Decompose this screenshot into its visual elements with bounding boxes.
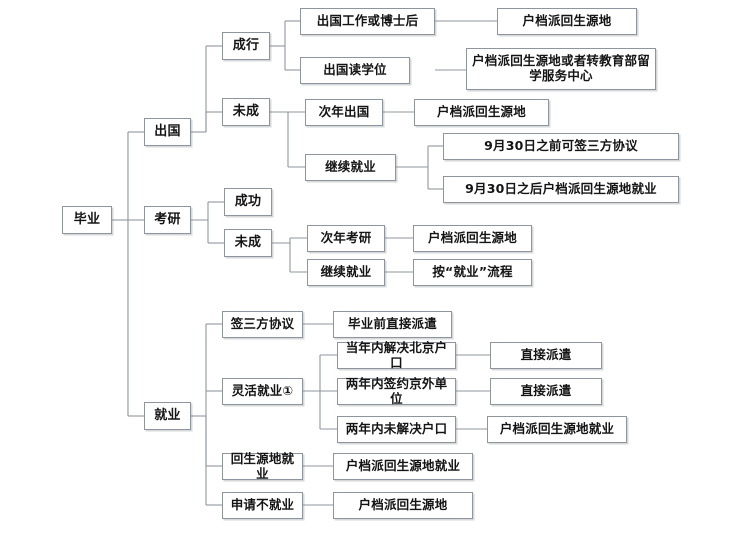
node-sign-outside-beijing[interactable]: 两年内签约京外单位 xyxy=(337,375,456,406)
node-label: 户档派回生源地 xyxy=(428,230,517,246)
node-label: 成行 xyxy=(232,38,260,54)
node-label: 两年内未解决户口 xyxy=(345,421,448,437)
node-flexible-employment[interactable]: 灵活就业① xyxy=(222,378,303,405)
node-abroad-continue-employment[interactable]: 继续就业 xyxy=(305,154,396,181)
node-root-graduation[interactable]: 毕业 xyxy=(62,206,112,234)
node-abroad-failed[interactable]: 未成 xyxy=(222,98,270,126)
node-no-hukou-two-years-result[interactable]: 户档派回生源地就业 xyxy=(487,416,627,443)
node-label: 按“就业”流程 xyxy=(432,264,513,280)
node-label: 直接派遣 xyxy=(520,383,572,399)
node-beijing-hukou-this-year[interactable]: 当年内解决北京户口 xyxy=(337,339,456,370)
node-label: 出国工作或博士后 xyxy=(316,13,419,29)
node-abroad-degree-result[interactable]: 户档派回生源地或者转教育部留学服务中心 xyxy=(466,48,656,90)
node-label: 未成 xyxy=(234,235,262,251)
node-no-hukou-two-years[interactable]: 两年内未解决户口 xyxy=(337,416,456,443)
node-label: 签三方协议 xyxy=(230,316,295,332)
node-label: 直接派遣 xyxy=(520,347,572,363)
node-label: 未成 xyxy=(232,104,260,120)
node-label: 户档派回生源地 xyxy=(522,13,612,29)
node-label: 就业 xyxy=(154,408,181,424)
node-label: 毕业 xyxy=(73,212,101,228)
node-label: 继续就业 xyxy=(320,264,372,280)
node-before-sep30-tripartite[interactable]: 9月30日之前可签三方协议 xyxy=(443,133,679,160)
node-label: 出国 xyxy=(154,124,181,140)
node-dispatch-before-graduation[interactable]: 毕业前直接派遣 xyxy=(333,311,452,338)
node-label: 9月30日之后户档派回生源地就业 xyxy=(465,181,657,197)
node-pg-success[interactable]: 成功 xyxy=(224,188,272,216)
node-label: 出国读学位 xyxy=(323,62,387,78)
node-beijing-hukou-result[interactable]: 直接派遣 xyxy=(490,342,602,369)
node-label: 次年出国 xyxy=(318,104,370,120)
node-apply-no-employment-result[interactable]: 户档派回生源地 xyxy=(333,492,473,519)
node-abroad-success[interactable]: 成行 xyxy=(222,32,270,60)
node-label: 毕业前直接派遣 xyxy=(348,316,437,332)
node-label: 户档派回生源地 xyxy=(358,497,448,513)
node-employment[interactable]: 就业 xyxy=(144,402,191,430)
node-abroad-degree[interactable]: 出国读学位 xyxy=(300,57,410,84)
node-abroad-work-or-postdoc[interactable]: 出国工作或博士后 xyxy=(300,8,435,35)
node-apply-no-employment[interactable]: 申请不就业 xyxy=(222,492,303,519)
node-abroad-next-year-result[interactable]: 户档派回生源地 xyxy=(414,99,549,126)
node-pg-continue-employment[interactable]: 继续就业 xyxy=(307,259,385,286)
node-return-home-employment-result[interactable]: 户档派回生源地就业 xyxy=(333,453,473,480)
node-label: 两年内签约京外单位 xyxy=(345,375,448,406)
node-label: 9月30日之前可签三方协议 xyxy=(484,138,638,154)
node-label: 户档派回生源地 xyxy=(437,104,526,120)
node-label: 继续就业 xyxy=(325,159,376,175)
node-label: 次年考研 xyxy=(320,230,372,246)
node-pg-next-year-result[interactable]: 户档派回生源地 xyxy=(413,225,532,252)
node-postgraduate-exam[interactable]: 考研 xyxy=(144,206,191,234)
node-after-sep30-return-home[interactable]: 9月30日之后户档派回生源地就业 xyxy=(443,176,679,203)
node-abroad-next-year[interactable]: 次年出国 xyxy=(305,99,383,126)
node-sign-tripartite-agreement[interactable]: 签三方协议 xyxy=(222,311,303,338)
node-pg-failed[interactable]: 未成 xyxy=(224,229,272,257)
node-label: 当年内解决北京户口 xyxy=(345,339,448,370)
node-pg-follow-employment-flow[interactable]: 按“就业”流程 xyxy=(413,259,532,286)
node-label: 户档派回生源地或者转教育部留学服务中心 xyxy=(472,53,650,83)
node-label: 申请不就业 xyxy=(230,497,295,513)
node-sign-outside-beijing-result[interactable]: 直接派遣 xyxy=(490,378,602,405)
node-abroad[interactable]: 出国 xyxy=(144,118,191,146)
node-label: 考研 xyxy=(154,212,181,228)
node-label: 回生源地就业 xyxy=(230,450,295,481)
node-label: 成功 xyxy=(234,194,262,210)
node-abroad-work-or-postdoc-result[interactable]: 户档派回生源地 xyxy=(497,8,637,35)
node-label: 灵活就业① xyxy=(231,383,294,399)
node-label: 户档派回生源地就业 xyxy=(345,458,461,474)
node-pg-next-year[interactable]: 次年考研 xyxy=(307,225,385,252)
node-return-home-employment[interactable]: 回生源地就业 xyxy=(222,450,303,481)
node-label: 户档派回生源地就业 xyxy=(499,421,615,437)
